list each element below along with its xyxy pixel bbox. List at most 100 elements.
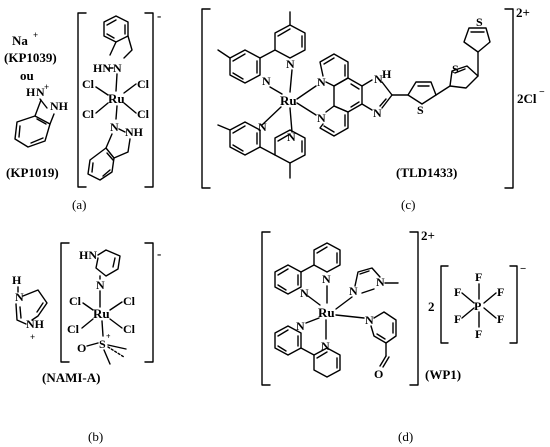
- b-imidazolium-plus: +: [30, 332, 35, 342]
- c-counter: 2Cl: [517, 91, 537, 106]
- d-upper-bipyridine: [274, 242, 341, 295]
- d-caption: (d): [398, 429, 413, 444]
- c-n-imid-2: N: [373, 106, 382, 120]
- d-n-lower-left: N: [296, 319, 305, 333]
- d-complex-charge: 2+: [421, 228, 435, 243]
- c-s-1: S: [417, 103, 424, 117]
- d-ru: Ru: [318, 305, 335, 320]
- b-bracket-right: [144, 242, 154, 363]
- a-ru: Ru: [108, 91, 125, 106]
- c-ru: Ru: [280, 93, 297, 108]
- d-n-upper-left: N: [300, 286, 309, 300]
- c-h-imid: H: [382, 67, 392, 81]
- d-n-imid-1: N: [349, 284, 358, 298]
- d-pyridine-aldehyde: [370, 311, 397, 368]
- d-lower-bipyridine: [274, 325, 341, 378]
- c-complex-charge: 2+: [516, 5, 530, 20]
- c-lower-bipyridine: [217, 121, 306, 179]
- d-anion-bracket-left: [440, 265, 449, 344]
- b-cl-upper-right: Cl: [123, 294, 136, 308]
- c-upper-bipyridine: [217, 11, 306, 84]
- a-name-kp1019: (KP1019): [6, 165, 59, 180]
- a-ou: ou: [20, 68, 34, 83]
- a-cl-lower-left: Cl: [82, 107, 95, 121]
- a-bracket-right: [144, 12, 154, 188]
- c-name: (TLD1433): [396, 165, 457, 180]
- a-top-hn: HN: [93, 61, 111, 75]
- a-indazolium-plus: +: [44, 82, 49, 92]
- c-bracket-left: [201, 8, 211, 189]
- d-f-lower-right: F: [497, 312, 504, 326]
- c-n-lower-right: N: [287, 130, 296, 144]
- a-bracket-left: [77, 12, 87, 188]
- panel-a: Na + (KP1039) ou H N + NH (KP1019) -: [4, 8, 161, 212]
- a-counterion: Na: [12, 33, 28, 48]
- d-n-upper-right: N: [322, 272, 331, 286]
- d-bracket-left: [261, 231, 271, 386]
- panel-d: 2+ N N Ru: [261, 228, 526, 444]
- a-counterion-charge: +: [33, 30, 38, 40]
- c-s-2: S: [452, 62, 459, 76]
- b-cl-lower-left: Cl: [67, 322, 80, 336]
- b-cl-lower-right: Cl: [123, 322, 136, 336]
- d-f-lower-left: F: [454, 312, 461, 326]
- d-anion-coef: 2: [428, 299, 435, 314]
- c-n-lower-left: N: [258, 120, 267, 134]
- panel-c: 2+ 2Cl − N N Ru: [201, 5, 545, 212]
- c-phenanthroline: [319, 53, 363, 137]
- d-anion-charge: −: [520, 263, 526, 275]
- d-f-top: F: [475, 270, 482, 284]
- d-n-lower-right: N: [321, 339, 330, 353]
- c-thiophene-2: [449, 65, 479, 89]
- c-n-imid-1: N: [374, 72, 383, 86]
- c-n-phen-top: N: [317, 75, 326, 89]
- a-cl-upper-left: Cl: [82, 77, 95, 91]
- d-methylimidazole: [354, 267, 399, 294]
- b-s: S: [99, 337, 106, 351]
- b-imidazolium-n: N: [15, 290, 24, 304]
- a-cl-upper-right: Cl: [137, 77, 150, 91]
- a-indazolium-n1: N: [36, 85, 45, 99]
- c-caption: (c): [401, 197, 415, 212]
- a-complex-charge: -: [157, 8, 161, 23]
- c-n-upper-left: N: [262, 74, 271, 88]
- c-thiophene-3: [463, 27, 491, 53]
- c-thiophene-1: [407, 81, 437, 105]
- d-p: P: [474, 299, 481, 313]
- c-counter-charge: −: [539, 87, 545, 98]
- d-bracket-right: [409, 231, 419, 386]
- d-n-pyr: N: [365, 313, 374, 327]
- d-f-bottom: F: [475, 327, 482, 341]
- b-imidazolium: H N NH +: [12, 273, 48, 342]
- a-bottom-n: N: [110, 120, 119, 134]
- panel-b: H N NH + - HN N Ru Cl Cl Cl Cl S: [12, 242, 161, 444]
- a-indazolium-h: H: [26, 85, 36, 99]
- a-name-kp1039: (KP1039): [4, 50, 57, 65]
- d-n-imid-2: N: [376, 275, 385, 289]
- b-name: (NAMI-A): [42, 370, 100, 385]
- b-o: O: [77, 341, 86, 355]
- c-bracket-right: [504, 8, 514, 189]
- b-n: N: [96, 278, 105, 292]
- c-n-upper-right: N: [286, 57, 295, 71]
- a-indazolium: H N + NH: [14, 82, 69, 148]
- a-cl-lower-right: Cl: [137, 107, 150, 121]
- b-complex-charge: -: [157, 246, 161, 261]
- b-ru: Ru: [93, 306, 110, 321]
- a-top-indazole: [103, 15, 133, 59]
- c-n-phen-bottom: N: [317, 111, 326, 125]
- b-caption: (b): [88, 429, 103, 444]
- d-name: (WP1): [425, 367, 461, 382]
- a-bottom-indazole: [87, 133, 131, 181]
- b-hn: HN: [79, 248, 97, 262]
- a-top-n: N: [113, 61, 122, 75]
- c-s-3: S: [476, 15, 483, 29]
- b-bracket-left: [60, 242, 70, 363]
- b-cl-upper-left: Cl: [69, 294, 82, 308]
- a-caption: (a): [72, 197, 86, 212]
- b-imidazolium-h: H: [12, 273, 22, 287]
- d-o: O: [374, 367, 383, 381]
- d-anion-bracket-right: [509, 265, 518, 344]
- d-f-upper-left: F: [454, 285, 461, 299]
